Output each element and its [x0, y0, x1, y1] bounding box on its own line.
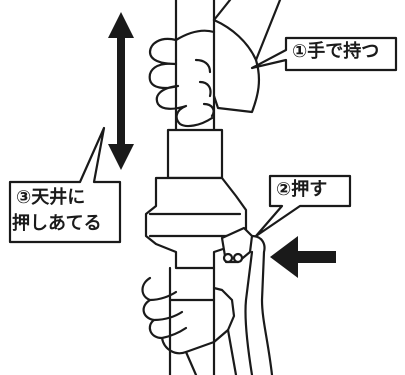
upper-hand — [148, 18, 261, 128]
left-arrow-icon — [270, 236, 336, 278]
lever-hole-2 — [232, 252, 244, 264]
lower-hand — [141, 276, 236, 355]
callout-push-bubble — [254, 174, 352, 238]
collar — [166, 128, 224, 180]
up-down-arrow-icon — [108, 12, 134, 170]
callout-hold-bubble — [250, 36, 398, 72]
lower-pole — [168, 266, 216, 375]
callout-ceiling-line2: 押しあてる — [12, 213, 102, 234]
upper-pole — [174, 0, 216, 62]
pushing-finger — [244, 234, 274, 375]
callout-hold-label: ①手で持つ — [292, 41, 380, 62]
callout-push-label: ②押す — [276, 179, 328, 200]
callout-ceiling-line1: ③天井に — [16, 187, 86, 208]
callout-ceiling-bubble — [8, 126, 122, 244]
lever-hole-1 — [222, 252, 234, 264]
